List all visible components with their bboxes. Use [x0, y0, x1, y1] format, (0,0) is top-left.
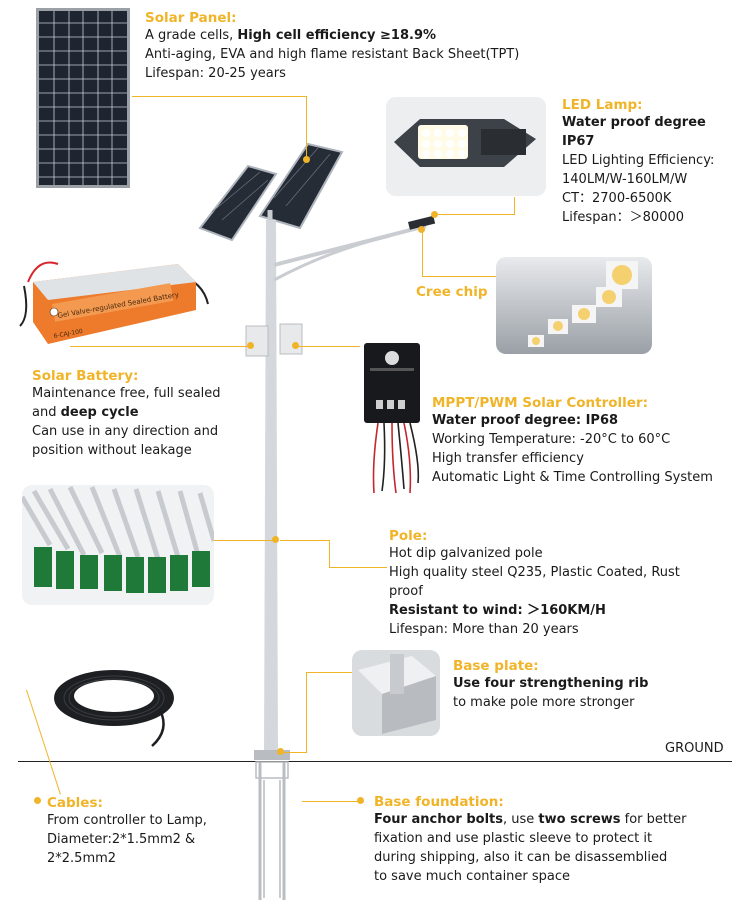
led-lifespan: Lifespan：＞80000	[562, 210, 685, 225]
callout-baseplate-h2	[282, 752, 307, 753]
cables-size: 2*2.5mm2	[47, 851, 117, 866]
foundation-shipping: during shipping, also it can be disassem…	[374, 850, 668, 865]
solar-panel-efficiency: High cell efficiency ≥18.9%	[237, 28, 437, 43]
battery-leakage: position without leakage	[32, 443, 192, 458]
controller-info: MPPT/PWM Solar Controller: Water proof d…	[432, 395, 748, 487]
callout-pole-dot	[272, 536, 279, 543]
solar-panel-cells: A grade cells,	[145, 28, 238, 43]
callout-baseplate-dot	[277, 748, 284, 755]
solar-panel-backsheet: Anti-aging, EVA and high flame resistant…	[145, 47, 520, 62]
callout-led-h	[434, 214, 515, 215]
base-plate-rib: Use four strengthening rib	[453, 676, 649, 691]
battery-maintenance: Maintenance free, full sealed	[32, 386, 221, 401]
callout-baseplate-v	[306, 672, 307, 752]
callout-battery-dot	[247, 342, 254, 349]
controller-image	[360, 340, 430, 500]
controller-title: MPPT/PWM Solar Controller:	[432, 395, 649, 411]
led-ip-rating: IP67	[562, 134, 595, 149]
callout-cree-v	[422, 229, 423, 277]
callout-panel-h	[132, 96, 307, 97]
callout-led-dot	[431, 211, 438, 218]
callout-foundation	[302, 801, 358, 802]
cables-image	[50, 660, 180, 750]
base-plate-image	[352, 650, 440, 736]
street-light-pole	[198, 142, 436, 900]
cables-route: From controller to Lamp,	[47, 813, 207, 828]
callout-pole-diag	[280, 540, 330, 541]
controller-waterproof: Water proof degree: IP68	[432, 413, 619, 428]
callout-led-v	[514, 197, 515, 215]
callout-pole-h2	[329, 567, 387, 568]
battery-deep-cycle: deep cycle	[60, 405, 139, 420]
callout-panel	[306, 96, 307, 159]
pole-title: Pole:	[389, 528, 428, 544]
callout-cree-h	[422, 276, 496, 277]
led-efficiency-label: LED Lighting Efficiency:	[562, 153, 715, 168]
callout-cree-dot	[418, 226, 425, 233]
cables-title: Cables:	[47, 795, 103, 811]
led-lamp-image	[386, 97, 546, 196]
foundation-container: to save much container space	[374, 869, 571, 884]
led-lamp-title: LED Lamp:	[562, 97, 643, 113]
foundation-fixation: fixation and use plastic sleeve to prote…	[374, 831, 653, 846]
battery-and: and	[32, 405, 61, 420]
battery-image: Gel Valve-regulated Sealed Battery 6-CAJ…	[8, 252, 218, 352]
cables-info: Cables: From controller to Lamp, Diamete…	[47, 795, 277, 868]
pole-info: Pole: Hot dip galvanized pole High quali…	[389, 528, 729, 639]
pole-wind: Resistant to wind: ＞160KM/H	[389, 603, 606, 618]
controller-automatic: Automatic Light & Time Controlling Syste…	[432, 470, 713, 485]
foundation-anchor-bolts: Four anchor bolts	[374, 812, 503, 827]
controller-efficiency: High transfer efficiency	[432, 451, 584, 466]
callout-pole-v	[329, 540, 330, 568]
pole-galvanized: Hot dip galvanized pole	[389, 546, 543, 561]
callout-controller-dot	[292, 342, 299, 349]
pole-steel: High quality steel Q235, Plastic Coated,…	[389, 565, 680, 580]
callout-battery	[70, 346, 250, 347]
ground-label: GROUND	[665, 741, 724, 756]
callout-controller	[296, 346, 360, 347]
cree-chip-image	[496, 257, 652, 354]
callout-panel-dot	[303, 156, 310, 163]
foundation-two-screws: two screws	[538, 812, 621, 827]
ground-line	[18, 761, 732, 762]
foundation-title: Base foundation:	[374, 794, 504, 810]
battery-direction: Can use in any direction and	[32, 424, 219, 439]
callout-baseplate-h	[306, 672, 352, 673]
solar-panel-title: Solar Panel:	[145, 10, 237, 26]
cree-chip-title: Cree chip	[416, 284, 488, 300]
pole-lifespan: Lifespan: More than 20 years	[389, 622, 579, 637]
poles-image	[22, 485, 214, 605]
base-plate-title: Base plate:	[453, 658, 539, 674]
callout-pole-left	[214, 540, 274, 541]
pole-proof: proof	[389, 584, 423, 599]
battery-title: Solar Battery:	[32, 368, 139, 384]
led-ct: CT：2700-6500K	[562, 191, 672, 206]
controller-temperature: Working Temperature: -20°C to 60°C	[432, 432, 671, 447]
base-plate-info: Base plate: Use four strengthening rib t…	[453, 658, 743, 712]
solar-panel-lifespan: Lifespan: 20-25 years	[145, 66, 286, 81]
base-plate-stronger: to make pole more stronger	[453, 695, 635, 710]
callout-foundation-dot	[357, 797, 364, 804]
solar-panel-image	[36, 8, 130, 188]
led-waterproof: Water proof degree	[562, 115, 706, 130]
led-efficiency-value: 140LM/W-160LM/W	[562, 172, 688, 187]
callout-cables-dot	[34, 797, 41, 804]
led-lamp-info: LED Lamp: Water proof degree IP67 LED Li…	[562, 97, 747, 227]
battery-info: Solar Battery: Maintenance free, full se…	[32, 368, 262, 460]
solar-panel-info: Solar Panel: A grade cells, High cell ef…	[145, 10, 555, 83]
cables-diameter: Diameter:2*1.5mm2 &	[47, 832, 196, 847]
foundation-info: Base foundation: Four anchor bolts, use …	[374, 794, 744, 886]
